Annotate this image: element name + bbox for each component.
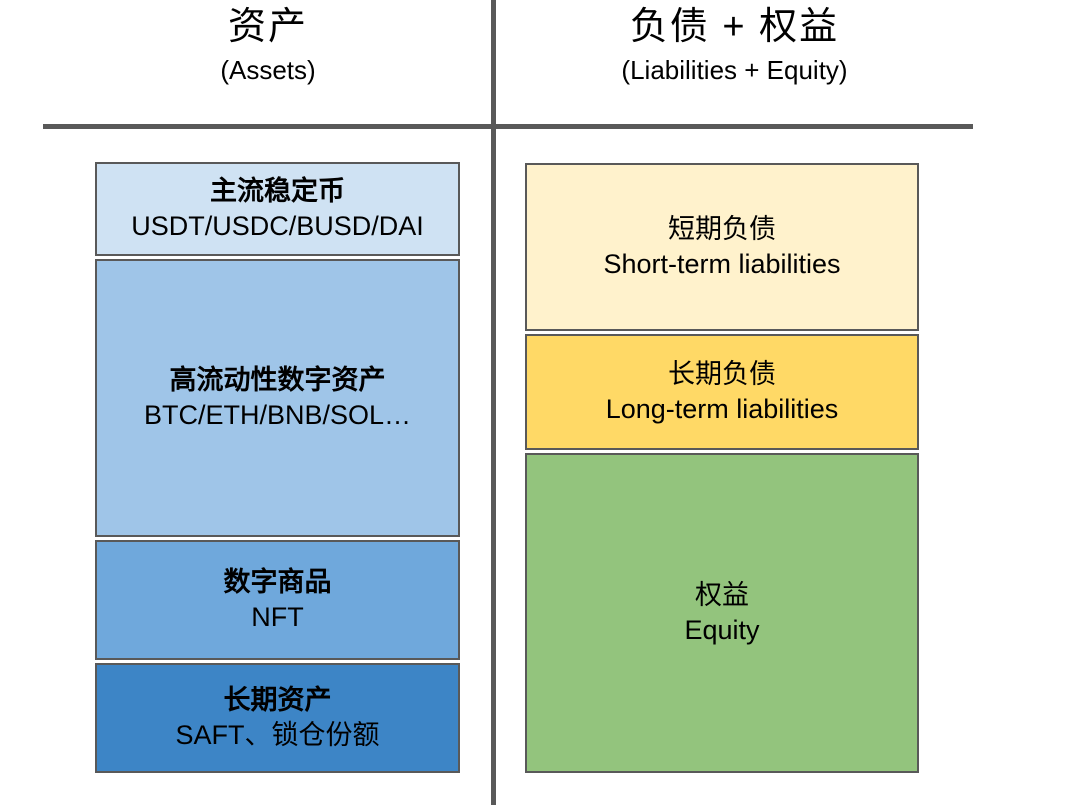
block-subtitle: SAFT、锁仓份额: [175, 720, 380, 750]
block-subtitle: Long-term liabilities: [605, 394, 839, 424]
block-title-zh: 短期负债: [668, 213, 776, 244]
asset-block-long-term-assets: 长期资产 SAFT、锁仓份额: [95, 663, 460, 773]
liability-block-short-term: 短期负债 Short-term liabilities: [525, 163, 919, 331]
header-divider-line: [43, 124, 973, 129]
block-title-zh: 主流稳定币: [210, 175, 345, 206]
block-subtitle: Equity: [684, 615, 760, 645]
liability-block-long-term: 长期负债 Long-term liabilities: [525, 334, 919, 450]
block-title-zh: 长期负债: [668, 358, 776, 389]
block-subtitle: USDT/USDC/BUSD/DAI: [131, 211, 424, 241]
liabilities-equity-header: 负债 + 权益 (Liabilities + Equity): [496, 6, 973, 86]
liabilities-equity-title-zh: 负债 + 权益: [629, 6, 840, 48]
column-divider-line: [491, 0, 496, 805]
block-title-zh: 长期资产: [223, 684, 332, 715]
block-subtitle: BTC/ETH/BNB/SOL…: [143, 400, 412, 430]
liabilities-equity-title-en: (Liabilities + Equity): [621, 54, 848, 85]
asset-block-digital-goods: 数字商品 NFT: [95, 540, 460, 660]
assets-header: 资产 (Assets): [45, 6, 491, 86]
asset-block-liquid-digital-assets: 高流动性数字资产 BTC/ETH/BNB/SOL…: [95, 259, 460, 537]
liabilities-equity-block-stack: 短期负债 Short-term liabilities 长期负债 Long-te…: [525, 163, 919, 773]
assets-title-zh: 资产: [227, 6, 308, 48]
block-subtitle: NFT: [251, 602, 304, 632]
equity-block: 权益 Equity: [525, 453, 919, 773]
asset-block-stablecoins: 主流稳定币 USDT/USDC/BUSD/DAI: [95, 162, 460, 256]
assets-block-stack: 主流稳定币 USDT/USDC/BUSD/DAI 高流动性数字资产 BTC/ET…: [95, 162, 460, 773]
block-title-zh: 权益: [695, 579, 749, 610]
block-title-zh: 数字商品: [223, 566, 332, 597]
assets-title-en: (Assets): [220, 54, 316, 85]
block-title-zh: 高流动性数字资产: [169, 364, 386, 395]
block-subtitle: Short-term liabilities: [603, 249, 841, 279]
